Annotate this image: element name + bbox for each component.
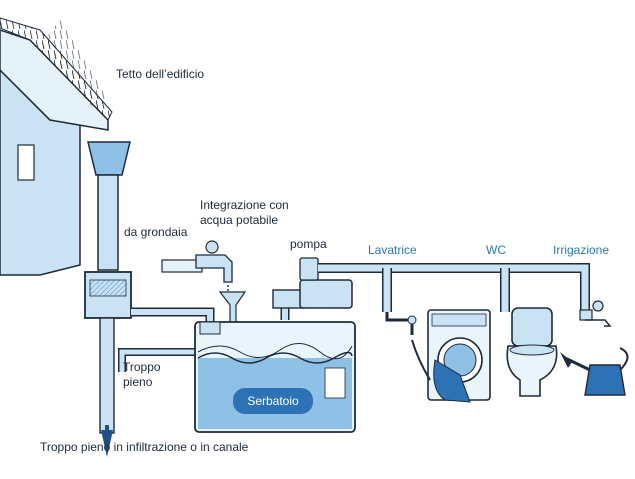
- pump: [272, 257, 353, 320]
- overflow-label: Troppo pieno: [123, 360, 161, 389]
- wc-toilet: [506, 307, 558, 397]
- watering-can-icon: [584, 364, 626, 396]
- gutter-funnel: [87, 141, 131, 176]
- building: [0, 17, 113, 276]
- water-surface: [197, 351, 353, 364]
- overflow-arrow: [101, 430, 113, 457]
- rain-streaks: [40, 20, 108, 110]
- pump-body: [299, 279, 353, 309]
- overflow-pipe: [99, 317, 115, 434]
- tank-label: Serbatoio: [233, 388, 313, 414]
- pump-label: pompa: [290, 237, 327, 251]
- roof-label: Tetto dell’edificio: [116, 67, 205, 81]
- distribution-pipe: [318, 263, 590, 312]
- washing-machine: [385, 309, 491, 403]
- wc-label: WC: [486, 243, 506, 257]
- potable-water-tap: [161, 240, 247, 331]
- washing-machine-label: Lavatrice: [368, 243, 417, 257]
- downpipe: [84, 141, 132, 457]
- irrigation-label: Irrigazione: [553, 243, 610, 257]
- tank-gauge: [324, 367, 346, 399]
- potable-supply-label: Integrazione con acqua potabile: [200, 198, 289, 227]
- from-gutter-label: da grondaia: [124, 225, 188, 239]
- tank: [194, 321, 356, 433]
- building-window: [17, 144, 35, 181]
- irrigation: [560, 300, 629, 396]
- tap-handle-icon: [205, 240, 219, 254]
- irrigation-tap-icon: [592, 300, 604, 312]
- overflow-outlet-label: Troppo pieno in infiltrazione o in canal…: [40, 440, 249, 454]
